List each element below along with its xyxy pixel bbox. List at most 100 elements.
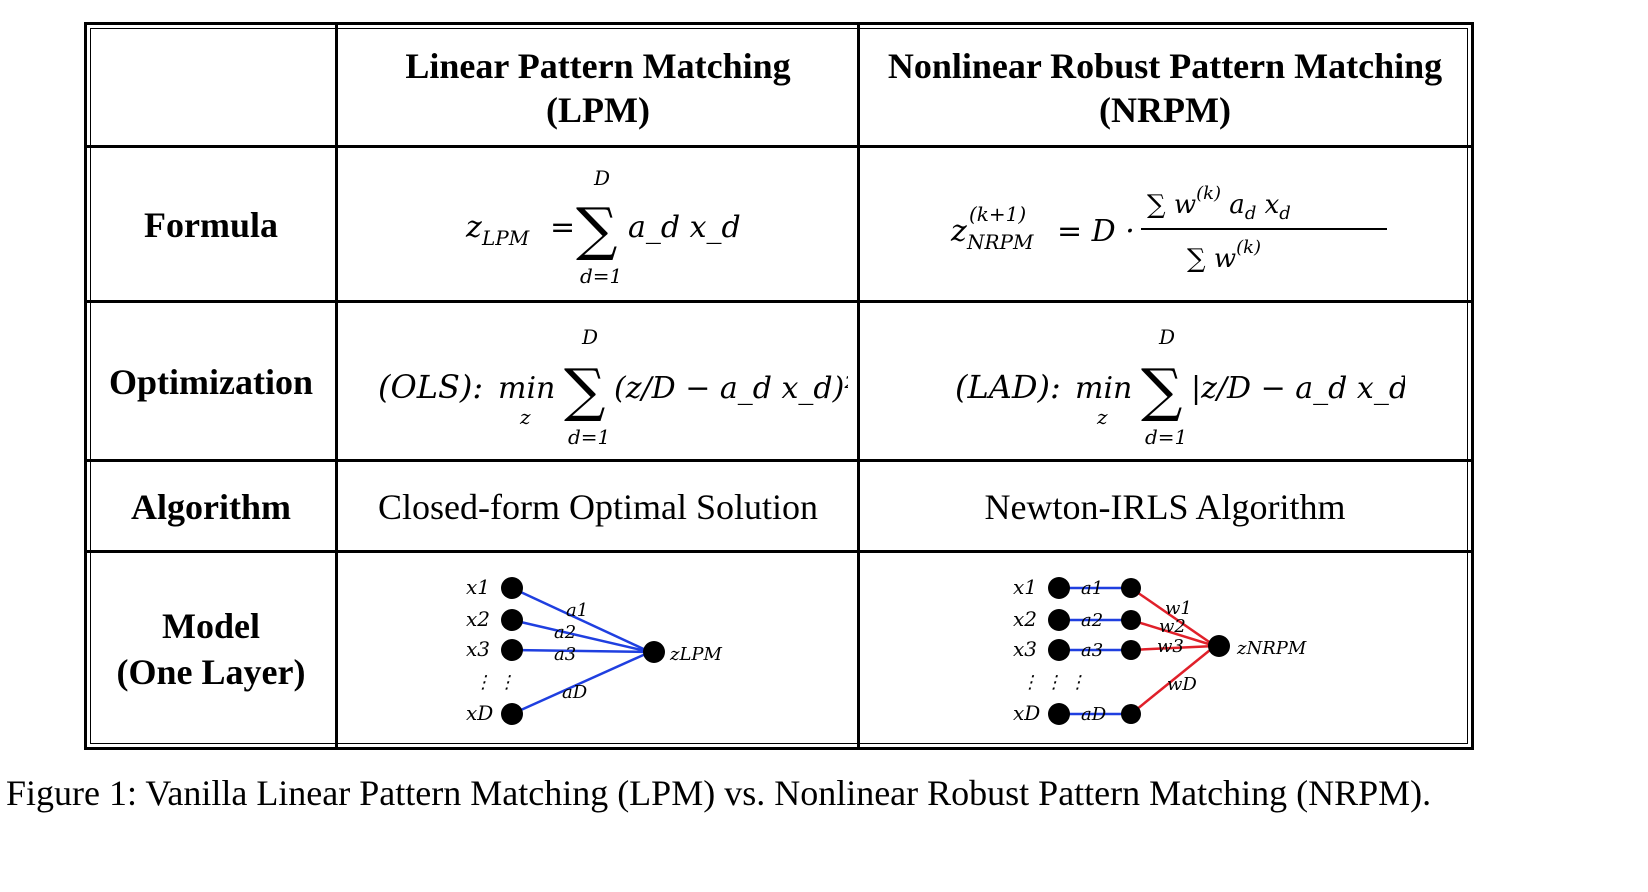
model-label-line2: (One Layer) <box>116 652 306 692</box>
label-x1: x1 <box>466 575 490 599</box>
nrpm-optimization: (LAD): min z ∑ D d=1 |z/D − a_d x_d| <box>861 304 1469 459</box>
label-xD: xD <box>466 701 493 725</box>
sum-sign: ∑ <box>576 195 617 263</box>
min-sub: z <box>519 405 531 429</box>
label-xD: xD <box>1013 701 1040 725</box>
node-z-lpm <box>643 641 665 663</box>
label-w1: w1 <box>1165 598 1192 619</box>
label-x1: x1 <box>1013 575 1037 599</box>
label-a3: a3 <box>1081 640 1103 661</box>
nrpm-z-sup: (k+1) <box>969 202 1026 226</box>
min-label: min <box>1075 371 1132 406</box>
sum-sign: ∑ <box>564 356 605 424</box>
node-hD <box>1121 704 1141 724</box>
sum-sign: ∑ <box>1141 356 1182 424</box>
edge-a1 <box>511 586 651 654</box>
row-divider <box>87 145 1471 148</box>
label-w3: w3 <box>1157 636 1184 657</box>
node-x2 <box>1048 609 1070 631</box>
edge-wD <box>1130 645 1216 715</box>
ols-body: (z/D − a_d x_d)² <box>614 371 848 406</box>
header-nrpm-abbr: (NRPM) <box>1099 90 1231 130</box>
node-h3 <box>1121 640 1141 660</box>
vertical-ellipsis: ⋮ ⋮ ⋮ <box>1021 672 1086 693</box>
sum-upper: D <box>1158 325 1175 349</box>
edge-w1 <box>1130 586 1216 648</box>
node-xD <box>501 703 523 725</box>
formula-z: z <box>465 210 482 245</box>
label-aD: aD <box>1081 704 1107 725</box>
label-x2: x2 <box>466 607 490 631</box>
node-x3 <box>1048 639 1070 661</box>
sum-lower: d=1 <box>580 264 622 288</box>
nrpm-mid: = D · <box>1057 214 1135 249</box>
row-label-model: Model (One Layer) <box>87 554 335 744</box>
node-x3 <box>501 639 523 661</box>
label-z-lpm: zLPM <box>669 644 723 665</box>
lpm-algorithm: Closed-form Optimal Solution <box>378 486 818 527</box>
ols-prefix: (OLS): <box>378 368 483 406</box>
lad-body: |z/D − a_d x_d| <box>1191 371 1405 406</box>
label-x2: x2 <box>1013 607 1037 631</box>
min-label: min <box>498 371 555 406</box>
label-aD: aD <box>562 682 588 703</box>
node-h2 <box>1121 610 1141 630</box>
nrpm-network-svg: x1 x2 x3 xD ⋮ ⋮ ⋮ a1 a2 a3 aD w1 w2 w3 w… <box>1013 575 1307 725</box>
nrpm-formula-svg: z (k+1) NRPM = D · ∑ w(k) ad xd ∑ w(k) <box>950 183 1387 274</box>
nrpm-z: z <box>950 214 967 249</box>
header-lpm: Linear Pattern Matching (LPM) <box>339 31 857 145</box>
edge-a2 <box>511 618 651 654</box>
nrpm-algorithm: Newton-IRLS Algorithm <box>984 486 1346 527</box>
sum-lower: d=1 <box>568 425 610 449</box>
sum-upper: D <box>581 325 598 349</box>
lad-svg: (LAD): min z ∑ D d=1 |z/D − a_d x_d| <box>955 325 1405 449</box>
node-x2 <box>501 609 523 631</box>
nrpm-formula: z (k+1) NRPM = D · ∑ w(k) ad xd ∑ w(k) <box>861 149 1469 300</box>
row-divider <box>87 459 1471 462</box>
lad-prefix: (LAD): <box>955 368 1061 406</box>
col-divider <box>857 25 860 747</box>
node-x1 <box>1048 577 1070 599</box>
vertical-ellipsis: ⋮ ⋮ <box>474 672 516 693</box>
sum-lower: d=1 <box>1145 425 1187 449</box>
label-a1: a1 <box>566 600 588 621</box>
nrpm-network: x1 x2 x3 xD ⋮ ⋮ ⋮ a1 a2 a3 aD w1 w2 w3 w… <box>861 554 1469 744</box>
label-x3: x3 <box>466 637 490 661</box>
lpm-optimization: (OLS): min z ∑ D d=1 (z/D − a_d x_d)² <box>339 304 857 459</box>
min-sub: z <box>1096 405 1108 429</box>
node-x1 <box>501 577 523 599</box>
node-h1 <box>1121 578 1141 598</box>
comparison-table: Linear Pattern Matching (LPM) Nonlinear … <box>84 22 1474 750</box>
label-a2: a2 <box>1081 610 1103 631</box>
node-xD <box>1048 703 1070 725</box>
label-wD: wD <box>1167 674 1197 695</box>
row-label-formula: Formula <box>144 204 278 245</box>
model-label-line1: Model <box>162 606 260 646</box>
header-nrpm: Nonlinear Robust Pattern Matching (NRPM) <box>861 31 1469 145</box>
nrpm-z-sub: NRPM <box>966 230 1034 254</box>
lpm-network: x1 x2 x3 xD ⋮ ⋮ a1 a2 a3 aD zLPM <box>339 554 857 744</box>
sum-upper: D <box>593 166 610 190</box>
edge-a3 <box>511 648 651 654</box>
header-nrpm-title: Nonlinear Robust Pattern Matching <box>887 46 1443 86</box>
label-w2: w2 <box>1159 616 1186 637</box>
label-z-nrpm: zNRPM <box>1236 638 1307 659</box>
label-a2: a2 <box>554 622 576 643</box>
label-a3: a3 <box>554 644 576 665</box>
node-z-nrpm <box>1208 635 1230 657</box>
header-lpm-abbr: (LPM) <box>546 90 650 130</box>
label-a1: a1 <box>1081 578 1103 599</box>
edge-w2 <box>1130 618 1216 648</box>
edge-w3 <box>1130 644 1216 652</box>
lpm-network-svg: x1 x2 x3 xD ⋮ ⋮ a1 a2 a3 aD zLPM <box>466 575 723 725</box>
lpm-formula: z LPM = ∑ D d=1 a_d x_d <box>339 149 857 300</box>
edge-aD <box>511 650 651 716</box>
nrpm-denominator: ∑ w(k) <box>1187 237 1261 274</box>
formula-z-sub: LPM <box>481 226 530 250</box>
col-divider <box>335 25 338 747</box>
row-divider <box>87 550 1471 553</box>
figure-caption: Figure 1: Vanilla Linear Pattern Matchin… <box>6 773 1432 813</box>
formula-rhs: a_d x_d <box>628 210 741 245</box>
row-divider <box>87 300 1471 303</box>
nrpm-numerator: ∑ w(k) ad xd <box>1147 183 1291 224</box>
